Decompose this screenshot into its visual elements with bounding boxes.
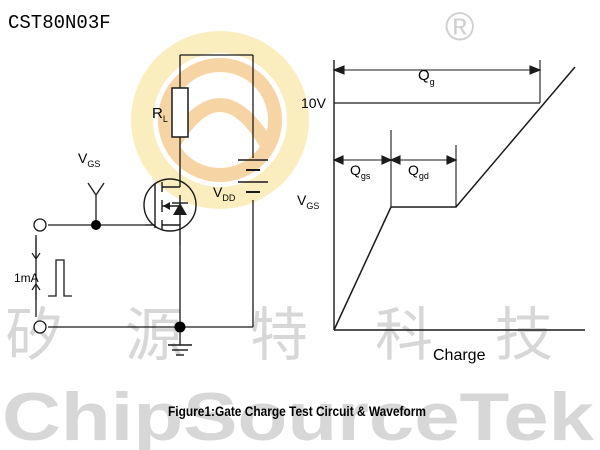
vgs-probe-label: VGS xyxy=(78,150,100,169)
vdd-label: VDD xyxy=(213,184,236,203)
ten-volt-label: 10V xyxy=(301,95,327,111)
rl-label: RL xyxy=(152,105,168,124)
current-arrows xyxy=(31,238,41,300)
gate-terminal xyxy=(33,218,47,232)
current-pulse xyxy=(48,259,72,297)
gate-junction xyxy=(91,220,101,230)
qg-dimension xyxy=(332,60,542,103)
qg-label: Qg xyxy=(418,67,435,87)
charge-axis-label: Charge xyxy=(433,347,486,364)
mosfet-arrow xyxy=(163,202,170,210)
body-diode xyxy=(173,203,187,215)
watermark-english: ChipSourceTek xyxy=(2,379,594,450)
watermark-char-5: 技 xyxy=(495,303,553,368)
waveform-axes xyxy=(333,60,585,331)
registered-mark: ® xyxy=(445,5,474,49)
current-label: 1mA xyxy=(14,271,39,285)
watermark-char-1: 矽 xyxy=(5,303,63,368)
vgs-axis-label: VGS xyxy=(297,192,319,211)
watermark-char-3: 特 xyxy=(250,303,308,368)
qgd-label: Qgd xyxy=(408,162,429,181)
part-number: CST80N03F xyxy=(8,12,111,34)
mosfet-symbol xyxy=(143,168,197,245)
ground-symbol xyxy=(168,344,192,356)
ground-terminal xyxy=(33,320,47,334)
qgs-label: Qgs xyxy=(350,162,371,181)
watermark-logo xyxy=(131,31,309,209)
load-resistor xyxy=(171,87,189,138)
watermark-char-2: 源 xyxy=(125,303,183,368)
watermark-chinese: 矽 源 特 科 技 xyxy=(5,303,553,368)
gate-charge-curve xyxy=(333,66,576,331)
vdd-battery xyxy=(238,159,268,193)
figure-caption: Figure1:Gate Charge Test Circuit & Wavef… xyxy=(168,403,426,419)
watermark-char-4: 科 xyxy=(375,303,433,368)
ground-junction xyxy=(174,321,186,333)
qgs-qgd-dimensions xyxy=(332,130,458,207)
